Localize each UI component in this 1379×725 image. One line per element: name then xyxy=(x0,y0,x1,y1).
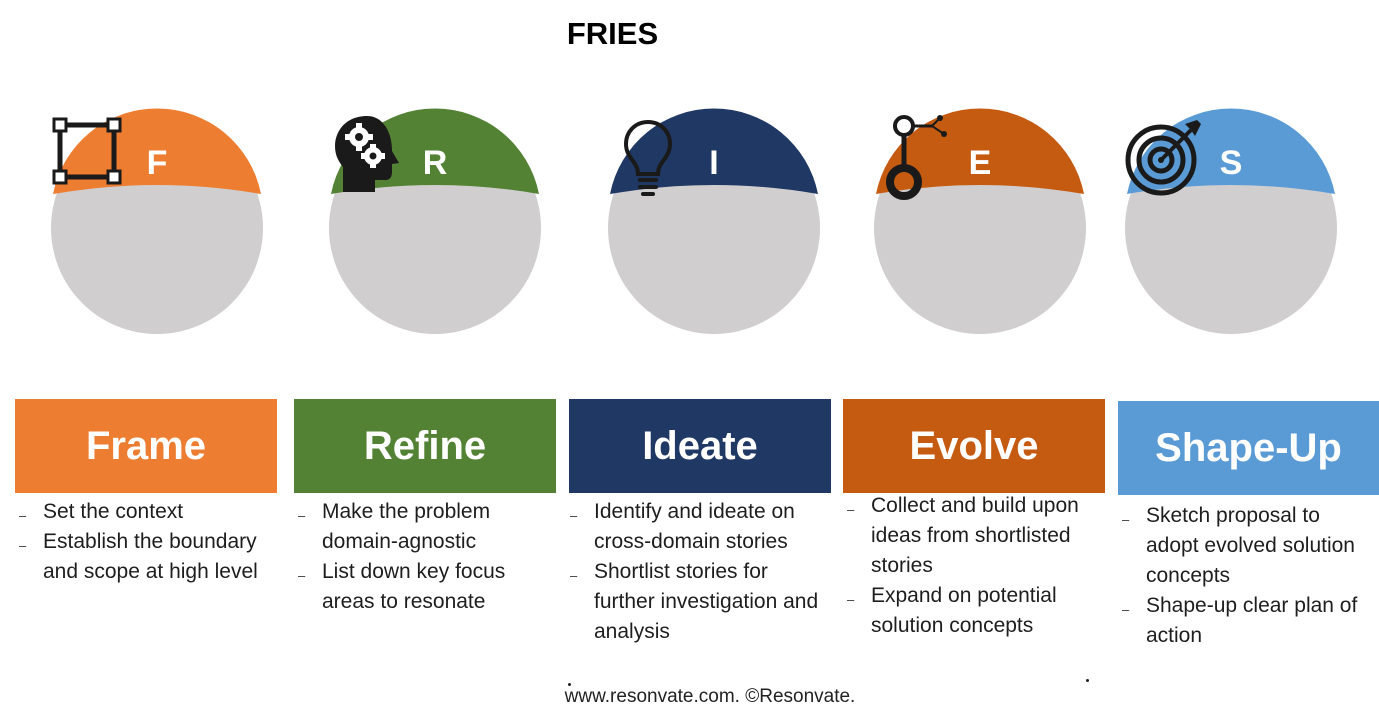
step-points-frame: Set the context Establish the boundary a… xyxy=(15,497,277,587)
step-letter: E xyxy=(968,144,992,182)
head-gears-icon xyxy=(335,116,399,192)
list-item: Make the problem domain-agnostic xyxy=(294,497,556,557)
step-points-evolve: Collect and build upon ideas from shortl… xyxy=(843,491,1105,641)
branch-nodes-icon xyxy=(886,115,947,200)
step-letter: I xyxy=(709,144,719,182)
step-band-refine: Refine xyxy=(294,399,556,493)
step-circle-refine: R xyxy=(329,108,541,334)
step-points-refine: Make the problem domain-agnostic List do… xyxy=(294,497,556,617)
step-band-frame: Frame xyxy=(15,399,277,493)
list-item: Collect and build upon ideas from shortl… xyxy=(843,491,1105,581)
lightbulb-icon xyxy=(623,119,673,196)
list-item: Sketch proposal to adopt evolved solutio… xyxy=(1118,501,1368,591)
list-item: Shape-up clear plan of action xyxy=(1118,591,1368,651)
step-circle-evolve: E xyxy=(874,108,1086,334)
decorative-dot xyxy=(568,683,571,686)
step-circle-ideate: I xyxy=(608,108,820,334)
step-points-shape-up: Sketch proposal to adopt evolved solutio… xyxy=(1118,501,1368,651)
step-band-ideate: Ideate xyxy=(569,399,831,493)
step-band-shape-up: Shape-Up xyxy=(1118,401,1379,495)
list-item: Set the context xyxy=(15,497,277,531)
step-cap-evolve xyxy=(876,108,1084,194)
step-cap-ideate xyxy=(610,108,818,194)
list-item: List down key focus areas to resonate xyxy=(294,557,556,617)
step-letter: S xyxy=(1219,144,1243,182)
step-letter: R xyxy=(422,144,448,182)
footer-copyright: www.resonvate.com. ©Resonvate. xyxy=(564,686,856,707)
step-cap-frame xyxy=(53,108,261,194)
list-item: Identify and ideate on cross-domain stor… xyxy=(566,497,834,557)
step-circle-shape-up: S xyxy=(1125,108,1337,334)
frame-square-icon xyxy=(52,117,122,185)
step-letter: F xyxy=(146,144,168,182)
step-points-ideate: Identify and ideate on cross-domain stor… xyxy=(566,497,834,647)
page-title: FRIES xyxy=(566,16,659,51)
target-arrow-icon xyxy=(1125,120,1201,196)
list-item: Expand on potential solution concepts xyxy=(843,581,1105,641)
list-item: Shortlist stories for further investigat… xyxy=(566,557,834,647)
step-band-evolve: Evolve xyxy=(843,399,1105,493)
step-circle-frame: F xyxy=(51,108,263,334)
list-item: Establish the boundary and scope at high… xyxy=(15,527,277,587)
decorative-dot xyxy=(1086,679,1089,682)
